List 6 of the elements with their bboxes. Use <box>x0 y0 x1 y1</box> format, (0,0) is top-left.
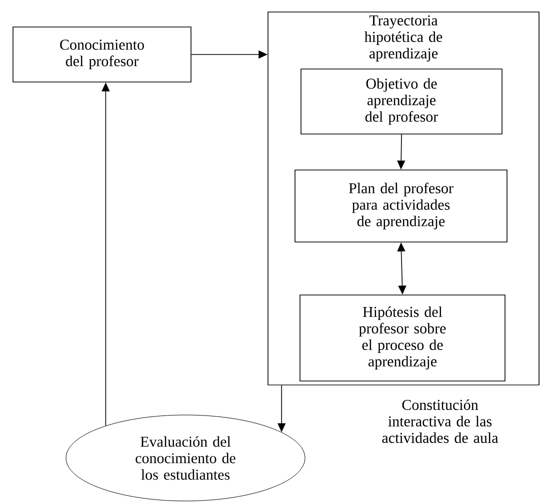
process-box: Conocimiento del profesor <box>12 26 192 82</box>
process-box: Objetivo de aprendizaje del profesor <box>300 68 502 134</box>
process-box: Plan del profesor para actividades de aprendizaje <box>294 170 508 242</box>
ellipse-node: Evaluación del conocimiento de los estudiantes <box>66 414 306 502</box>
process-box: Hipótesis del profesor sobre el proceso de aprendizaje <box>300 294 506 382</box>
caption-text: Constitución interactiva de las actividades de aula <box>382 399 498 443</box>
